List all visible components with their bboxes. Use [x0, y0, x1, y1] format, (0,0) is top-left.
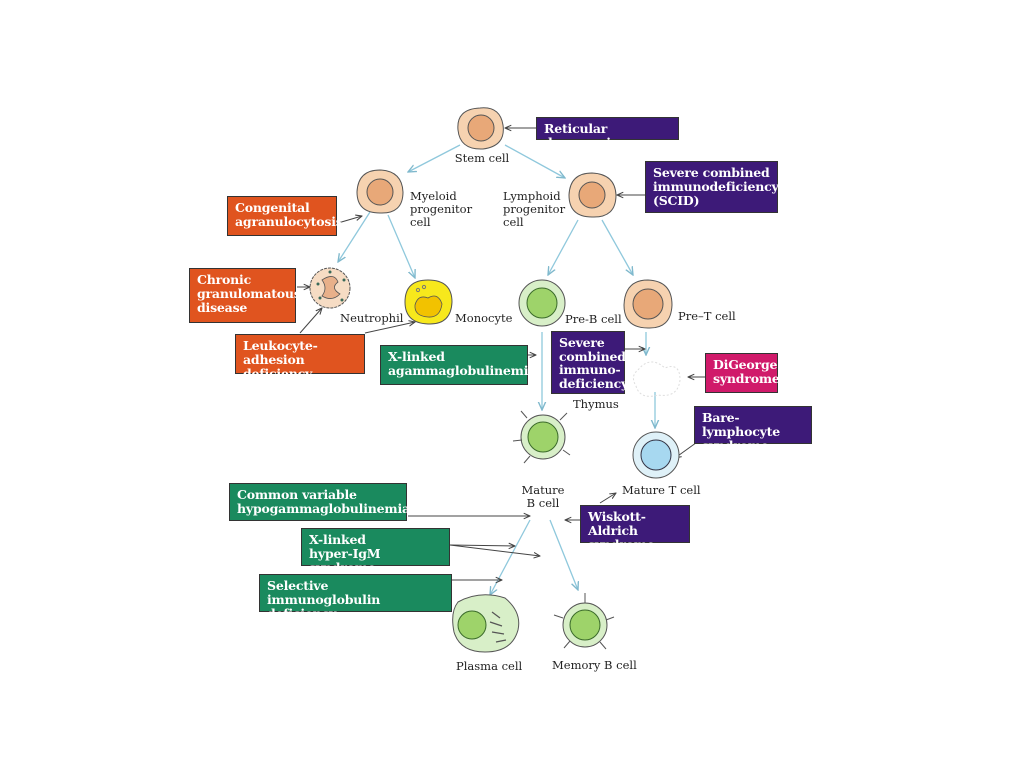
myeloid-progenitor-icon [356, 169, 404, 214]
thymus-icon [632, 361, 681, 397]
selective-immunoglobulin-deficiency-box: Selective immunoglobulin deficiency [259, 574, 452, 621]
stem-cell-icon [457, 107, 504, 150]
x-linked-hyper-igm-syndrome-box: X-linked hyper-IgM syndrome [301, 528, 450, 575]
x-linked-agammaglobulinemia-box: X-linked agammaglobulinemia [380, 345, 536, 385]
neutrophil-icon [309, 267, 351, 309]
mature-b-cell-icon [512, 410, 571, 464]
wiskott-aldrich-syndrome-box: Wiskott-Aldrich syndrome [580, 505, 690, 552]
pre-t-cell-label: Pre–T cell [678, 309, 736, 323]
neutrophil-label: Neutrophil [340, 311, 404, 325]
pre-b-cell-label: Pre-B cell [565, 312, 622, 326]
congenital-agranulocytosis-box: Congenital agranulocytosis [227, 196, 343, 236]
leukocyte-adhesion-deficiency-box: Leukocyte-adhesion deficiency [235, 334, 365, 381]
stem-cell-label: Stem cell [454, 151, 510, 165]
plasma-cell-icon [452, 594, 520, 653]
chronic-granulomatous-disease-box: Chronic granulomatous disease [189, 268, 301, 323]
common-variable-hypogammaglobulinemia-box: Common variable hypogammaglobulinemia [229, 483, 410, 521]
reticular-dysgenesis-box: Reticular dysgenesis [536, 117, 679, 150]
lymphoid-progenitor-label: Lymphoid progenitor cell [503, 189, 566, 229]
pre-b-cell-icon [518, 279, 566, 327]
lymphoid-progenitor-icon [568, 172, 617, 218]
scid-box: Severe combined immunodeficiency (SCID) [645, 161, 779, 213]
memory-b-cell-label: Memory B cell [552, 658, 637, 672]
digeorge-syndrome-box: DiGeorge syndrome [705, 353, 780, 393]
monocyte-label: Monocyte [455, 311, 513, 325]
mature-t-cell-icon [632, 431, 680, 479]
scid-thymus-box: Severe combined immuno- deficiency [551, 331, 628, 394]
pre-t-cell-icon [623, 279, 673, 329]
mature-t-cell-label: Mature T cell [622, 483, 701, 497]
monocyte-icon [404, 279, 453, 325]
mature-b-cell-label: Mature B cell [521, 483, 565, 510]
memory-b-cell-icon [553, 593, 615, 650]
bare-lymphocyte-syndrome-box: Bare-lymphocyte syndrome [694, 406, 812, 453]
myeloid-progenitor-label: Myeloid progenitor cell [410, 189, 473, 229]
disorder-arrows [297, 128, 705, 580]
plasma-cell-label: Plasma cell [456, 659, 523, 673]
thymus-label: Thymus [573, 397, 619, 411]
